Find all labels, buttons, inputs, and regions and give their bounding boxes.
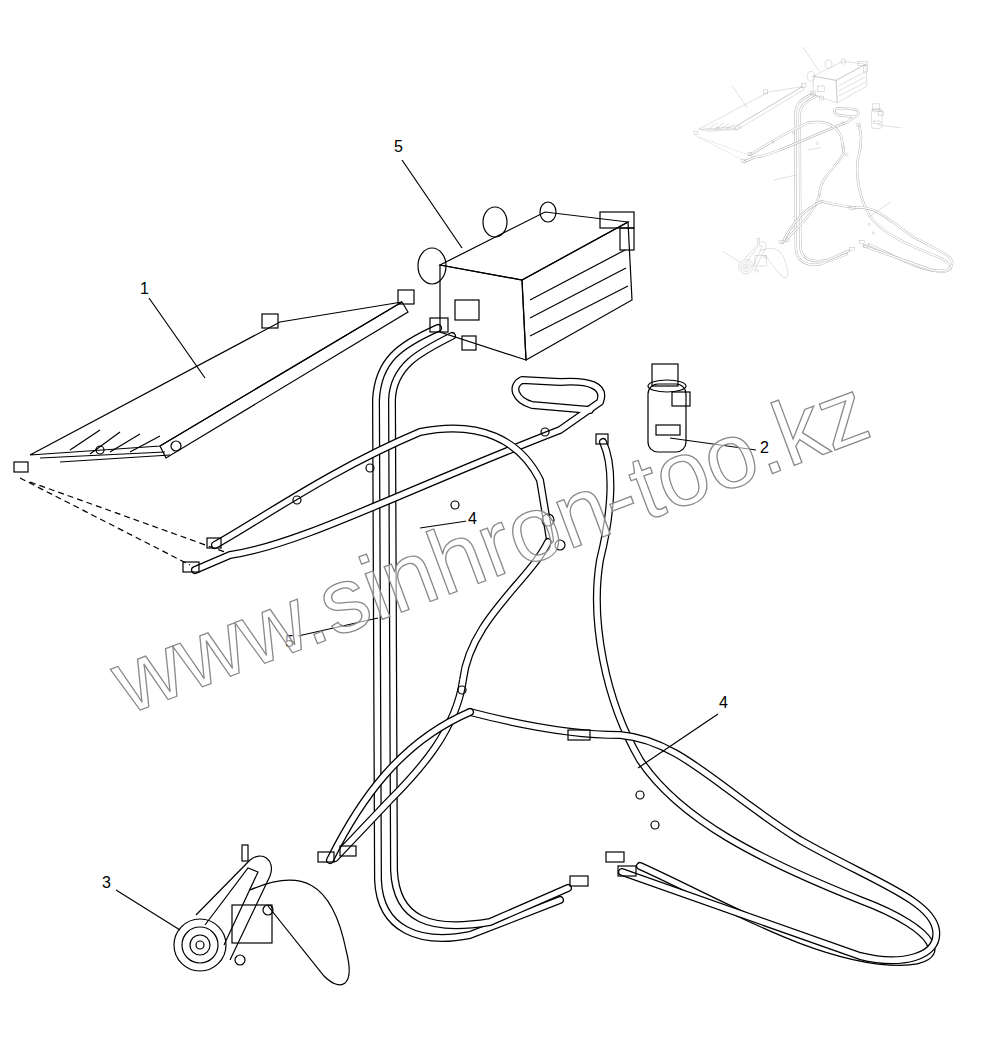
callout-number: 5 bbox=[392, 138, 405, 156]
callout-number: 4 bbox=[717, 694, 730, 712]
callout-number: 1 bbox=[138, 280, 151, 298]
callout-number: 3 bbox=[100, 874, 113, 892]
